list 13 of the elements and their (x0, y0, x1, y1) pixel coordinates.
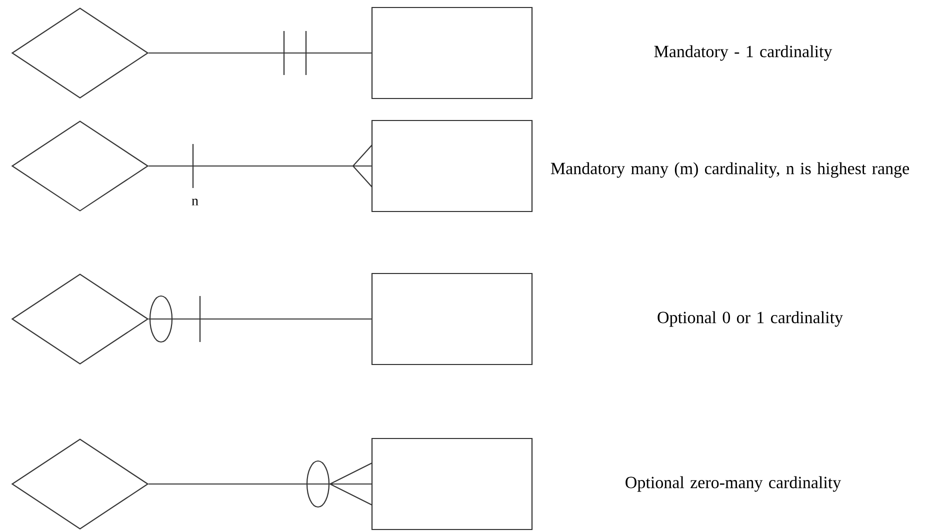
description: Mandatory many (m) cardinality, n is highest range (550, 162, 910, 178)
entity-box (371, 272, 533, 366)
description: Optional zero-many cardinality (626, 476, 842, 492)
entity-box (371, 438, 533, 530)
description: Mandatory - 1 cardinality (654, 45, 832, 61)
relationship-line (148, 144, 372, 188)
relationship-line (148, 295, 372, 343)
edge-label: n (190, 198, 200, 206)
entity-box (371, 6, 533, 100)
relationship-line (148, 31, 372, 75)
entity-box (371, 120, 533, 212)
description: Optional 0 or 1 cardinality (658, 311, 843, 327)
relationship-line (148, 460, 372, 508)
